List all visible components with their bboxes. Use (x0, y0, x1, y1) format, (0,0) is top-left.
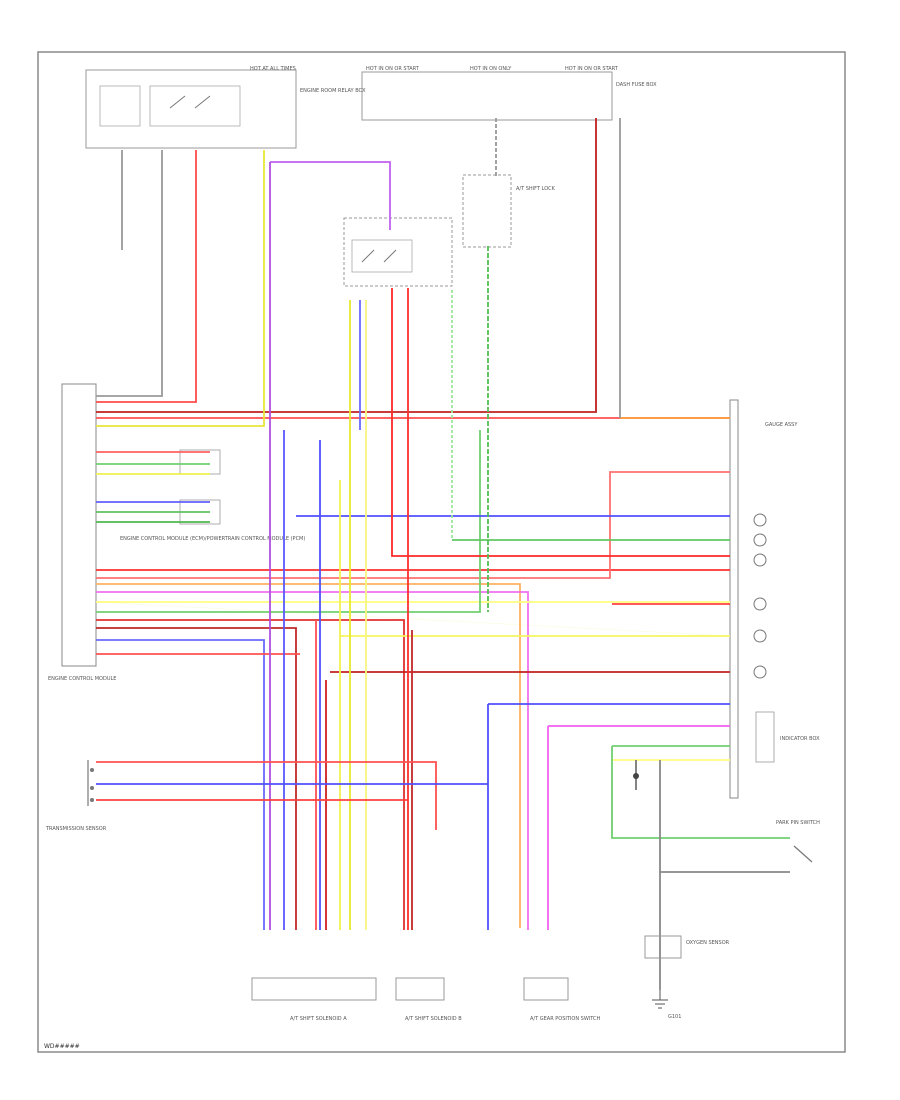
wire-green-4 (96, 430, 481, 613)
wire-purple-1 (270, 161, 391, 230)
o2-sensor-label: OXYGEN SENSOR (686, 940, 730, 946)
wire-orange-2 (96, 583, 521, 928)
bottom-connectors: A/T SHIFT SOLENOID A A/T SHIFT SOLENOID … (251, 935, 730, 1022)
wires (95, 118, 790, 990)
park-switch-label: PARK PIN SWITCH (776, 820, 820, 826)
wire-orange-1 (96, 471, 730, 579)
switch-left: TRANSMISSION SENSOR (45, 760, 107, 832)
shift-lock-label: A/T SHIFT LOCK (516, 186, 556, 192)
fuse-caption-left: HOT AT ALL TIMES (250, 66, 296, 72)
fuse-caption-mid1: HOT IN ON OR START (366, 66, 420, 72)
wire-green-9 (611, 746, 790, 839)
gear-switch-label: A/T GEAR POSITION SWITCH (530, 1016, 601, 1022)
fuse-box-label: DASH FUSE BOX (616, 82, 657, 88)
wire-darkred-1 (96, 118, 597, 413)
wire-red-5 (96, 619, 405, 930)
ecm-block: ENGINE CONTROL MODULE ENGINE CONTROL MOD… (48, 383, 305, 682)
wire-pink-1 (96, 591, 529, 930)
wire-gray-1 (96, 150, 163, 397)
relay-unit (343, 217, 453, 287)
solenoid-b-label: A/T SHIFT SOLENOID B (405, 1016, 462, 1022)
wire-yellow-1 (96, 150, 265, 427)
indicator-lamp-2 (753, 533, 767, 547)
wire-red-13 (96, 761, 437, 830)
wire-yellow-3 (95, 601, 731, 637)
wire-red-1 (96, 150, 197, 403)
indicator-lamp-5 (753, 629, 767, 643)
solenoid-a-label: A/T SHIFT SOLENOID A (290, 1016, 347, 1022)
indicator-lamp-3 (753, 553, 767, 567)
park-switch: PARK PIN SWITCH (776, 820, 820, 863)
fuse-caption-mid2: HOT IN ON ONLY (470, 66, 512, 72)
ground-label: G101 (668, 1014, 681, 1020)
top-fuse-box-left: HOT AT ALL TIMES ENGINE ROOM RELAY BOX (85, 66, 366, 149)
diagram-border (37, 51, 846, 1053)
gauge-block: GAUGE ASSY INDICATOR BOX (729, 399, 820, 799)
shift-lock-box: A/T SHIFT LOCK (462, 174, 556, 248)
wire-darkred-2 (96, 627, 297, 930)
diode-indicator (633, 773, 639, 779)
ground-symbol: G101 (652, 990, 681, 1020)
top-fuse-box-right: HOT IN ON OR START HOT IN ON ONLY HOT IN… (361, 66, 657, 121)
relay-box-label: ENGINE ROOM RELAY BOX (300, 88, 366, 94)
indicator-lamp-4 (753, 597, 767, 611)
fuse-caption-right: HOT IN ON OR START (565, 66, 619, 72)
ecm-label: ENGINE CONTROL MODULE (48, 676, 116, 682)
gauge-label: GAUGE ASSY (765, 422, 798, 428)
transmission-sensor-label: TRANSMISSION SENSOR (45, 826, 107, 832)
wire-red-7 (391, 288, 730, 557)
ecm-title: ENGINE CONTROL MODULE (ECM)/POWERTRAIN C… (120, 536, 305, 542)
wire-blue-2 (96, 639, 265, 930)
indicator-lamp-1 (753, 513, 767, 527)
indicator-lamp-6 (753, 665, 767, 679)
footer-code: WD##### (44, 1043, 80, 1050)
indicator-box-label: INDICATOR BOX (780, 736, 820, 742)
